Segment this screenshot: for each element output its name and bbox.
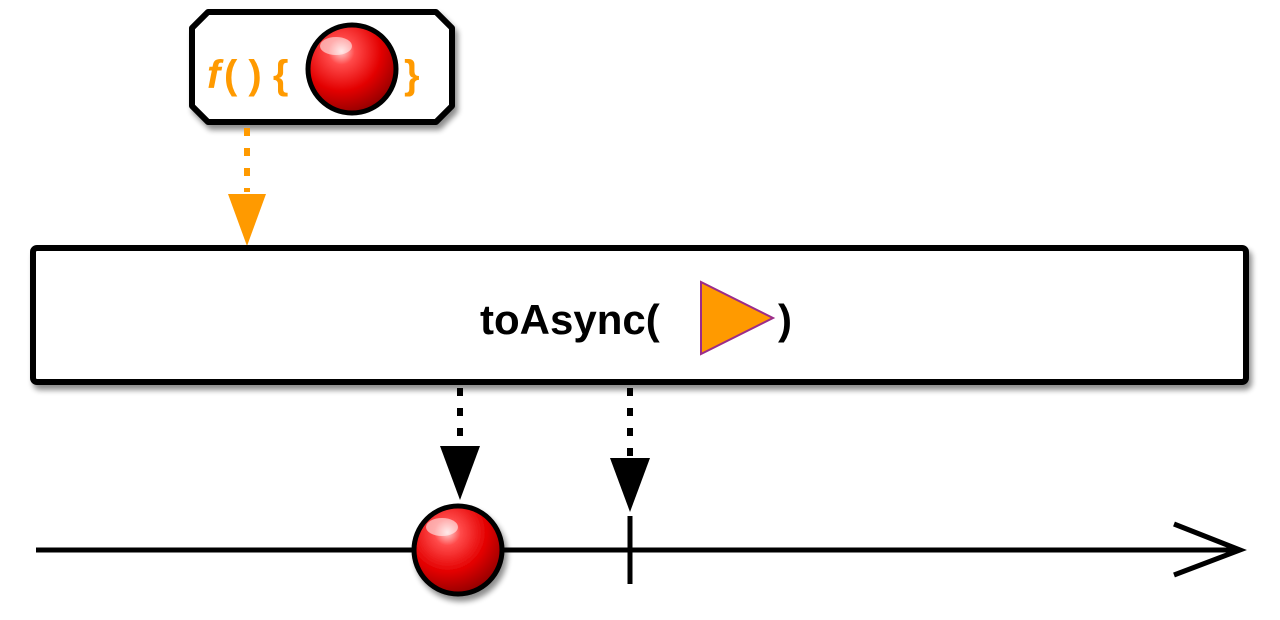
timeline-arrowhead: [1173, 521, 1247, 578]
function-marble: [305, 22, 399, 116]
output-marble-arrow: [440, 388, 480, 500]
output-marble: [411, 503, 505, 597]
function-box: f ( ) { }: [189, 9, 455, 125]
output-completion-arrow: [610, 388, 650, 512]
output-marble-highlight: [426, 518, 458, 536]
output-marble-arrowhead: [440, 446, 480, 500]
output-timeline: [36, 503, 1247, 597]
function-close-brace: }: [404, 53, 420, 97]
output-completion-arrowhead: [610, 458, 650, 512]
function-prefix: f: [207, 53, 224, 97]
function-input-arrowhead: [228, 194, 266, 246]
function-marble-highlight: [320, 37, 352, 55]
orange-play-triangle-icon: [700, 280, 776, 356]
operator-close-paren: ): [778, 296, 792, 343]
function-marble-circle: [305, 22, 399, 116]
operator-name: toAsync(: [480, 296, 660, 343]
operator-box: toAsync( ): [30, 245, 1249, 385]
function-open-parens: ( ) {: [224, 53, 288, 97]
function-input-arrow: [228, 128, 266, 246]
operator-box-shape: [30, 245, 1249, 385]
output-marble-circle: [411, 503, 505, 597]
